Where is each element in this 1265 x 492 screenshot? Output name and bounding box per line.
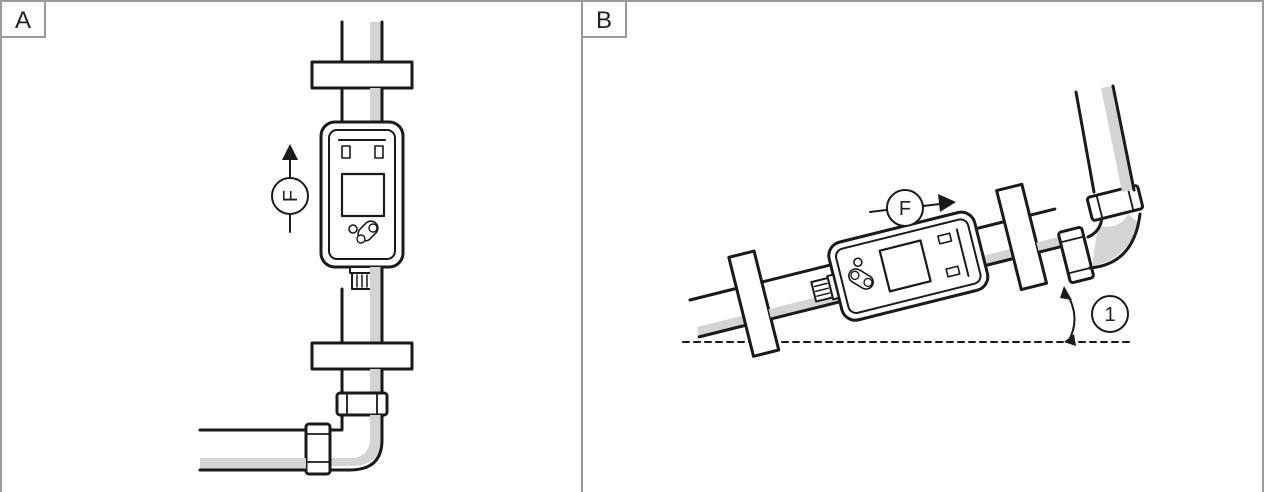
vertical-pipe-lower (340, 367, 384, 395)
flow-label-a: F (280, 190, 302, 202)
right-coupling-upper (1086, 184, 1144, 222)
riser-pipe-b (1074, 84, 1136, 194)
flow-arrow-a (271, 144, 309, 233)
vertical-pipe-upper (340, 86, 384, 126)
top-flange (310, 60, 414, 90)
flow-label-b: F (899, 198, 911, 220)
panel-label-b: B (581, 0, 627, 38)
bottom-flange (310, 341, 414, 371)
panel-label-a-text: A (15, 7, 31, 34)
panel-a-drawing (198, 20, 414, 476)
cable-gland-b (810, 273, 840, 303)
upper-coupling (335, 391, 389, 417)
angle-callout-circle (1091, 295, 1129, 333)
angle-arrow-top (1060, 286, 1072, 300)
elbow-a (328, 413, 384, 472)
panel-b-drawing (682, 84, 1144, 358)
panel-label-b-text: B (596, 7, 612, 34)
flow-meter-a (319, 120, 405, 269)
horizontal-pipe-a (198, 428, 308, 472)
cable-gland-a (349, 266, 375, 290)
angle-label: 1 (1104, 304, 1115, 326)
flow-arrow-b (869, 189, 956, 227)
panel-label-a: A (0, 0, 46, 38)
elbow-b (1086, 212, 1142, 270)
vertical-pipe-middle (340, 265, 384, 345)
flow-meter-b (827, 210, 990, 322)
lower-coupling (304, 422, 332, 476)
vertical-pipe-top (340, 20, 384, 64)
angle-arrow-bottom (1064, 334, 1076, 346)
inclined-pipe-group (688, 182, 1066, 358)
right-coupling-lower (1057, 226, 1095, 284)
